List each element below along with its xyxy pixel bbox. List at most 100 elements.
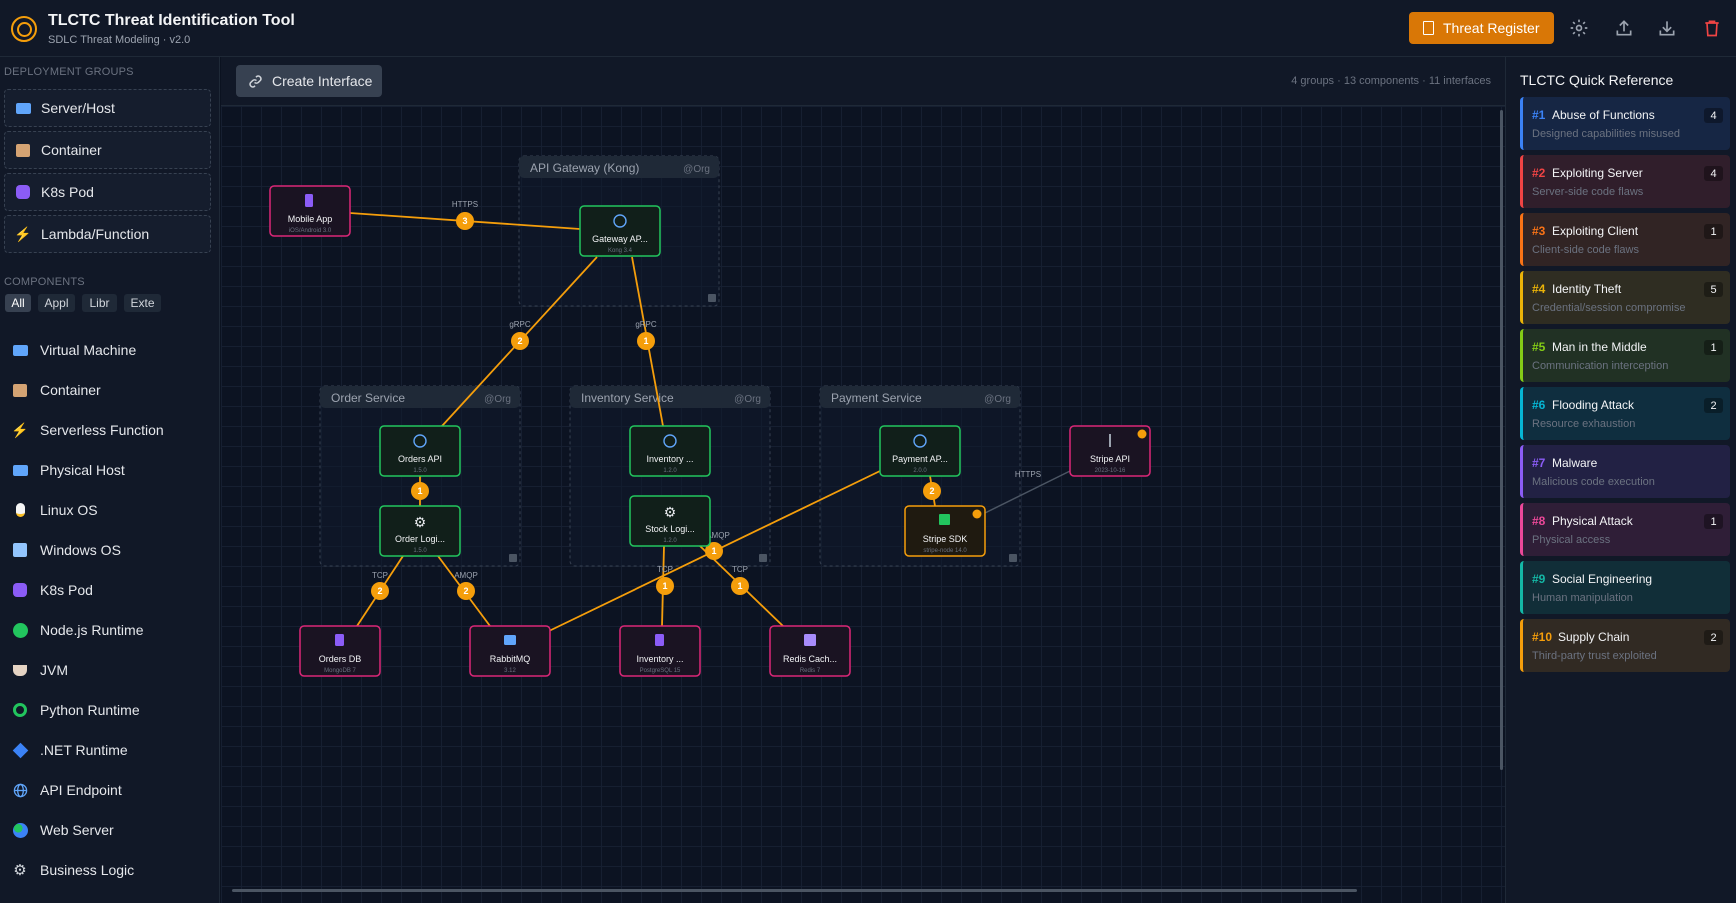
node-inventory-db[interactable]: Inventory ... PostgreSQL 15 <box>619 625 701 677</box>
edge-badge[interactable]: 1 <box>705 542 723 560</box>
component-dotnet-runtime[interactable]: .NET Runtime <box>12 735 128 765</box>
edge-badge[interactable]: 2 <box>371 582 389 600</box>
kubernetes-icon <box>15 184 31 200</box>
create-interface-label: Create Interface <box>272 73 373 89</box>
edge-badge[interactable]: 2 <box>457 582 475 600</box>
component-jvm[interactable]: JVM <box>12 655 68 685</box>
filter-appl[interactable]: Appl <box>38 294 75 312</box>
node-stripe-sdk[interactable]: Stripe SDK stripe-node 14.0 <box>904 505 986 557</box>
diagram-canvas[interactable]: API Gateway (Kong) @Org Order Service @O… <box>221 106 1505 903</box>
node-version: 1.2.0 <box>663 468 677 474</box>
node-stock-logic[interactable]: ⚙ Stock Logi... 1.2.0 <box>629 495 711 547</box>
node-version: 1.2.0 <box>663 538 677 544</box>
group-item-container[interactable]: Container <box>4 131 211 169</box>
quick-reference-title: TLCTC Quick Reference <box>1520 72 1674 88</box>
edge-badge[interactable]: 2 <box>923 482 941 500</box>
node-rabbitmq[interactable]: RabbitMQ 3.12 <box>469 625 551 677</box>
edge-badge[interactable]: 1 <box>731 577 749 595</box>
component-linux-os[interactable]: Linux OS <box>12 495 98 525</box>
component-nodejs-runtime[interactable]: Node.js Runtime <box>12 615 144 645</box>
component-windows-os[interactable]: Windows OS <box>12 535 121 565</box>
trash-icon[interactable] <box>1701 17 1723 39</box>
node-payment-api[interactable]: Payment AP... 2.0.0 <box>879 425 961 477</box>
edge-badge[interactable]: 1 <box>637 332 655 350</box>
threat-title: Man in the Middle <box>1552 340 1647 354</box>
component-business-logic[interactable]: ⚙Business Logic <box>12 855 134 885</box>
group-title: API Gateway (Kong) <box>530 161 639 175</box>
threat-number: #7 <box>1532 456 1546 470</box>
component-physical-host[interactable]: Physical Host <box>12 455 125 485</box>
download-icon[interactable] <box>1656 17 1678 39</box>
threat-description: Physical access <box>1532 534 1611 546</box>
settings-gear-icon[interactable] <box>1568 17 1590 39</box>
filter-libr[interactable]: Libr <box>82 294 117 312</box>
monitor-icon <box>12 342 28 358</box>
node-orders-db[interactable]: Orders DB MongoDB 7 <box>299 625 381 677</box>
node-orders-api[interactable]: Orders API 1.5.0 <box>379 425 461 477</box>
node-name: Mobile App <box>288 214 333 224</box>
node-stripe-api[interactable]: Stripe API 2023-10-16 <box>1069 425 1151 477</box>
component-k8s-pod[interactable]: K8s Pod <box>12 575 93 605</box>
component-web-server[interactable]: Web Server <box>12 815 114 845</box>
svg-text:2: 2 <box>929 486 934 496</box>
threat-title: Exploiting Server <box>1552 166 1643 180</box>
group-item-lambda-function[interactable]: ⚡Lambda/Function <box>4 215 211 253</box>
filter-exte[interactable]: Exte <box>124 294 161 312</box>
edge-badge[interactable]: 1 <box>411 482 429 500</box>
group-label: Server/Host <box>41 100 115 116</box>
threat-description: Resource exhaustion <box>1532 418 1636 430</box>
node-gateway-api[interactable]: Gateway AP... Kong 3.4 <box>579 205 661 257</box>
node-inventory-api[interactable]: Inventory ... 1.2.0 <box>629 425 711 477</box>
threat-number: #3 <box>1532 224 1546 238</box>
edge-badge[interactable]: 2 <box>511 332 529 350</box>
create-interface-button[interactable]: Create Interface <box>236 65 382 97</box>
edge-protocol-label: gRPC <box>635 320 657 329</box>
canvas-vertical-scrollbar[interactable] <box>1500 110 1503 770</box>
threat-register-button[interactable]: Threat Register <box>1409 12 1554 44</box>
component-python-runtime[interactable]: Python Runtime <box>12 695 140 725</box>
component-serverless-function[interactable]: ⚡Serverless Function <box>11 415 163 445</box>
node-version: 3.12 <box>504 668 516 674</box>
canvas-horizontal-scrollbar[interactable] <box>232 889 1357 892</box>
node-redis-cache[interactable]: Redis Cach... Redis 7 <box>769 625 851 677</box>
filter-all[interactable]: All <box>5 294 31 312</box>
node-mobile-app[interactable]: Mobile App iOS/Android 3.0 <box>269 185 351 237</box>
edge-badge[interactable]: 1 <box>656 577 674 595</box>
component-api-endpoint[interactable]: API Endpoint <box>12 775 122 805</box>
windows-icon <box>12 542 28 558</box>
gear-icon: ⚙ <box>664 504 677 520</box>
threat-count-badge: 5 <box>1704 282 1723 297</box>
threat-description: Credential/session compromise <box>1532 302 1686 314</box>
component-virtual-machine[interactable]: Virtual Machine <box>12 335 136 365</box>
component-container[interactable]: Container <box>12 375 101 405</box>
edge-badge[interactable]: 3 <box>456 212 474 230</box>
group-item-server-host[interactable]: Server/Host <box>4 89 211 127</box>
node-version: Redis 7 <box>800 668 821 674</box>
threat-count-badge: 4 <box>1704 166 1723 181</box>
globe-icon <box>12 782 28 798</box>
node-version: 2.0.0 <box>913 468 927 474</box>
lightning-icon: ⚡ <box>11 421 29 438</box>
node-order-logic[interactable]: ⚙ Order Logi... 1.5.0 <box>379 505 461 557</box>
component-label: Node.js Runtime <box>40 622 144 638</box>
package-icon <box>939 514 950 525</box>
threat-description: Human manipulation <box>1532 592 1633 604</box>
document-icon <box>1423 21 1434 35</box>
component-label: JVM <box>40 662 68 678</box>
threat-description: Communication interception <box>1532 360 1669 372</box>
warning-dot <box>972 509 982 519</box>
group-item-k8s-pod[interactable]: K8s Pod <box>4 173 211 211</box>
threat-count-badge: 4 <box>1704 108 1723 123</box>
upload-icon[interactable] <box>1613 17 1635 39</box>
resize-handle <box>708 294 716 302</box>
